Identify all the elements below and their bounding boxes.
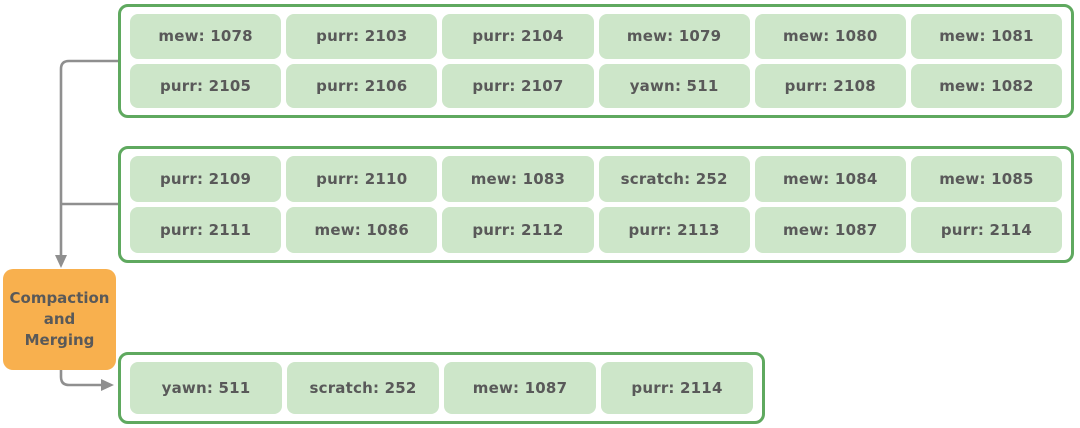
record-cell: mew: 1078 bbox=[130, 14, 282, 59]
compaction-label-line-1: Compaction bbox=[9, 289, 110, 307]
record-cell: purr: 2114 bbox=[601, 362, 753, 414]
record-cell: mew: 1086 bbox=[286, 207, 438, 253]
record-cell: yawn: 511 bbox=[130, 362, 282, 414]
record-cell: purr: 2108 bbox=[754, 63, 906, 108]
record-cell: purr: 2114 bbox=[910, 207, 1063, 253]
record-cell: purr: 2111 bbox=[130, 207, 282, 253]
arrowhead-down-icon bbox=[55, 255, 67, 268]
record-cell: mew: 1080 bbox=[754, 14, 906, 59]
compaction-and-merging-box: Compaction and Merging bbox=[3, 269, 116, 370]
compaction-label-line-3: Merging bbox=[24, 331, 95, 349]
record-cell: purr: 2109 bbox=[130, 156, 282, 202]
record-cell: purr: 2104 bbox=[442, 14, 594, 59]
record-cell: scratch: 252 bbox=[598, 156, 750, 202]
record-cell: mew: 1087 bbox=[444, 362, 596, 414]
record-cell: mew: 1084 bbox=[754, 156, 906, 202]
record-cell: purr: 2105 bbox=[130, 63, 282, 108]
record-cell: purr: 2113 bbox=[598, 207, 750, 253]
record-cell: mew: 1085 bbox=[910, 156, 1063, 202]
record-cell: mew: 1079 bbox=[598, 14, 750, 59]
connector-segment1-to-compaction bbox=[59, 59, 118, 255]
record-cell: mew: 1081 bbox=[910, 14, 1063, 59]
record-cell: purr: 2110 bbox=[286, 156, 438, 202]
record-cell: yawn: 511 bbox=[598, 63, 750, 108]
record-cell: mew: 1083 bbox=[442, 156, 594, 202]
record-cell: scratch: 252 bbox=[287, 362, 439, 414]
record-cell: purr: 2103 bbox=[286, 14, 438, 59]
arrowhead-right-icon bbox=[101, 379, 114, 391]
record-cell: purr: 2106 bbox=[286, 63, 438, 108]
record-cell: purr: 2112 bbox=[442, 207, 594, 253]
compaction-label-line-2: and bbox=[43, 310, 76, 328]
record-cell: mew: 1087 bbox=[754, 207, 906, 253]
connector-compaction-to-merged bbox=[59, 370, 101, 387]
record-cell: purr: 2107 bbox=[442, 63, 594, 108]
record-cell: mew: 1082 bbox=[910, 63, 1063, 108]
